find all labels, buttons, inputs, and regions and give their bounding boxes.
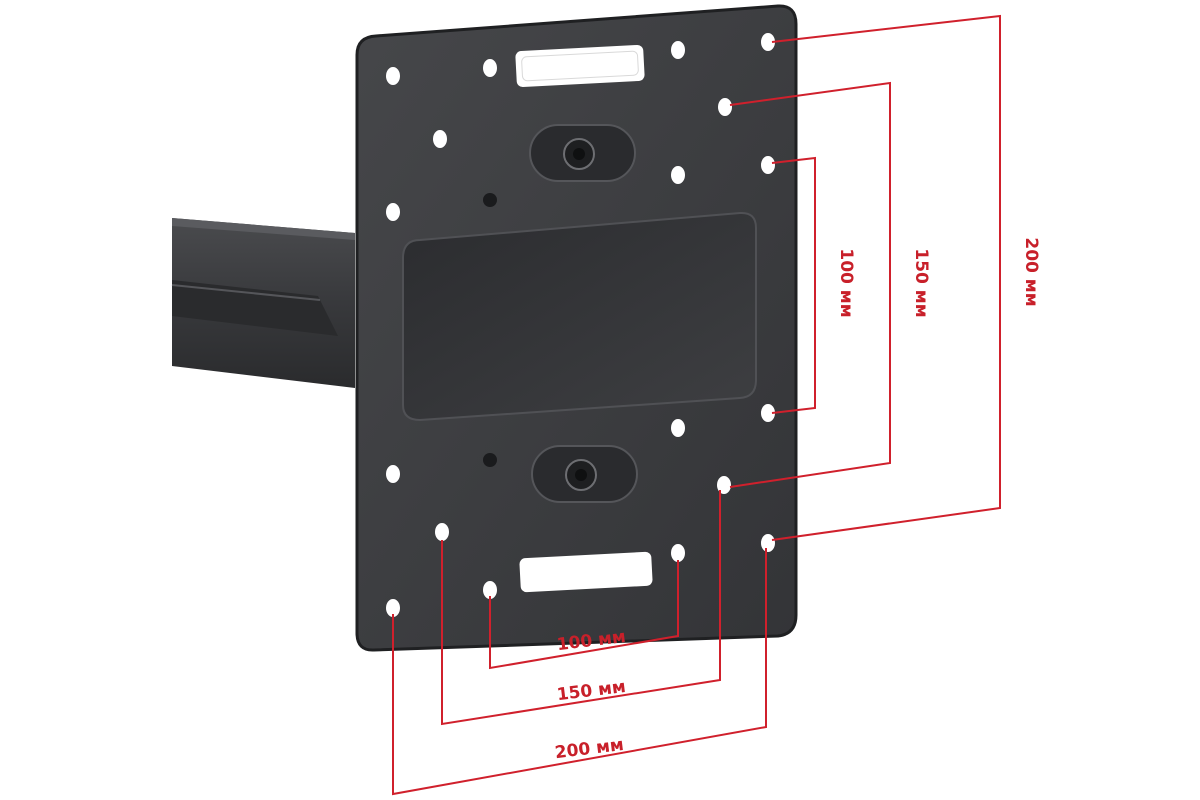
dim-line-vertical-150: [729, 81, 891, 488]
dim-label-vertical-150: 150 мм: [911, 248, 931, 317]
small-hole: [483, 453, 497, 467]
dim-line-horizontal-150: [441, 490, 721, 726]
dim-label-vertical-200: 200 мм: [1021, 237, 1041, 306]
dim-label-horizontal-150: 150 мм: [556, 677, 627, 705]
dimension-labels: 100 мм 150 мм 200 мм 100 мм 150 мм 200 м…: [554, 237, 1041, 763]
dim-line-horizontal-100: [489, 560, 679, 670]
mounting-holes: [386, 33, 775, 617]
dim-label-horizontal-200: 200 мм: [554, 735, 625, 763]
small-hole: [483, 193, 497, 207]
mounting-plate: [355, 4, 798, 652]
dim-label-vertical-100: 100 мм: [836, 248, 856, 317]
dim-line-vertical-100: [771, 156, 816, 414]
wall-arm: [171, 218, 355, 388]
plate-center-recess: [402, 211, 757, 422]
lower-slot: [519, 551, 653, 593]
dim-line-horizontal-200: [392, 548, 767, 796]
dimension-lines: [392, 14, 1001, 796]
dim-line-vertical-200: [771, 14, 1001, 541]
